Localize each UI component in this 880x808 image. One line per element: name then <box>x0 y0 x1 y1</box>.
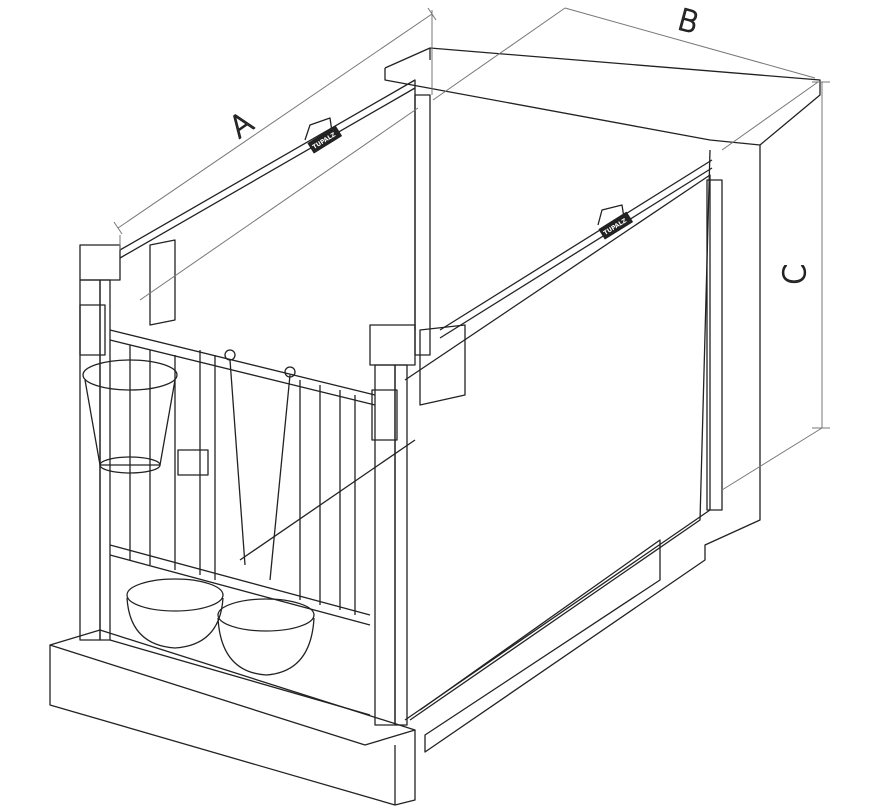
feed-bowl-left <box>126 578 224 649</box>
side-panel-right <box>404 159 723 721</box>
top-rail-handle-left: TUPALZ <box>304 117 342 154</box>
top-rail-handle-right: TUPALZ <box>597 204 633 240</box>
front-frame <box>79 244 416 726</box>
feeding-gate <box>129 345 356 615</box>
enclosure-box <box>384 47 821 753</box>
dimension-c-label: C <box>778 264 813 285</box>
dimension-lines <box>113 7 830 491</box>
floor-slab <box>49 629 416 806</box>
feed-bowl-right <box>217 598 315 676</box>
dimension-b-label: B <box>674 2 702 41</box>
dimension-a-label: A <box>223 105 260 145</box>
dimension-b-line <box>564 7 816 79</box>
milk-bucket <box>82 359 178 474</box>
logo-plate-left <box>307 125 342 154</box>
logo-plate-right <box>598 211 633 240</box>
dimension-a-line <box>117 13 433 229</box>
side-panel-left <box>119 79 431 561</box>
